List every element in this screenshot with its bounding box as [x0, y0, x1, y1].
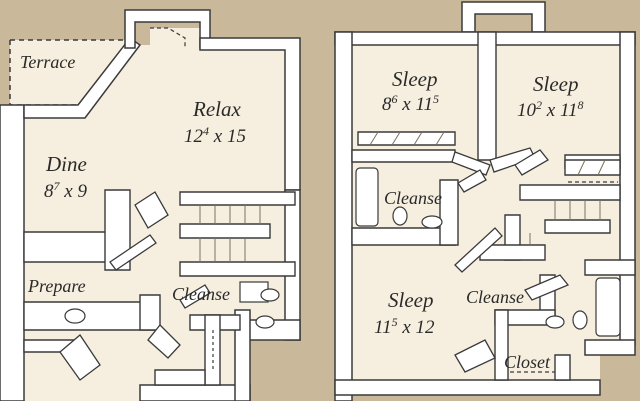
cleanse-1-label: Cleanse [384, 188, 442, 208]
bath-sink-icon [421, 215, 443, 229]
dine-dimensions: 87 x 9 [44, 179, 87, 202]
relax-dimensions: 124 x 15 [184, 124, 246, 147]
right-interior-walls [351, 31, 636, 381]
prepare-label: Prepare [27, 276, 86, 296]
toilet-icon [392, 206, 408, 226]
cleanse-label: Cleanse [172, 284, 230, 304]
sleep-3-label: Sleep [388, 288, 433, 312]
bath-sink-icon [255, 315, 275, 329]
bathtub-icon [355, 167, 379, 227]
left-plan: Terrace Relax 124 x 15 Dine 87 x 9 Prepa… [0, 9, 301, 401]
kitchen-sink-icon [64, 308, 86, 324]
right-stair-treads [529, 200, 601, 245]
sleep-3-dimensions: 115 x 12 [374, 315, 435, 338]
closet-shelves [369, 131, 606, 176]
left-outer-walls [0, 9, 301, 401]
left-fixtures [64, 281, 280, 370]
closet-label: Closet [504, 352, 551, 372]
left-interior-walls [23, 189, 296, 386]
sleep-1-dimensions: 86 x 115 [382, 92, 439, 115]
right-plan: Sleep 86 x 115 Sleep 102 x 118 Cleanse S… [334, 1, 636, 401]
left-doors [59, 191, 211, 381]
stair-treads [199, 205, 261, 262]
bay-nook [150, 27, 186, 48]
dine-label: Dine [45, 152, 87, 176]
right-fixtures [355, 167, 621, 337]
toilet-icon-2 [572, 310, 588, 330]
terrace-label: Terrace [20, 52, 75, 72]
bath-sink-icon-2 [545, 315, 565, 329]
sleep-1-label: Sleep [392, 67, 437, 91]
sleep-2-label: Sleep [533, 72, 578, 96]
toilet-icon [260, 288, 280, 302]
cleanse-2-label: Cleanse [466, 287, 524, 307]
sleep-2-dimensions: 102 x 118 [517, 98, 584, 121]
relax-label: Relax [192, 97, 241, 121]
right-doors [451, 147, 570, 373]
bathtub-icon-2 [595, 277, 621, 337]
